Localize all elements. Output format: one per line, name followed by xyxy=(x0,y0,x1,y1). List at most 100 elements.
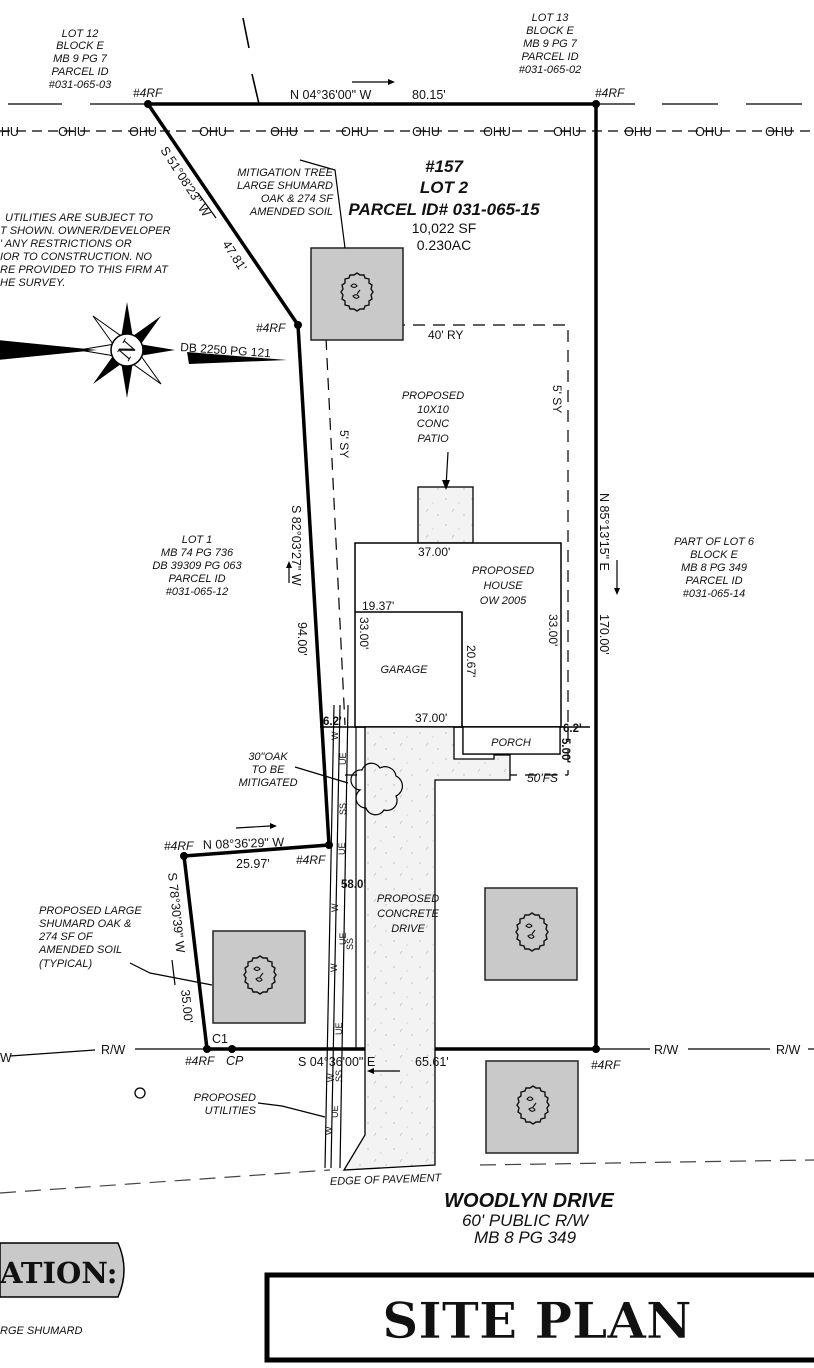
lot-area-ac: 0.230AC xyxy=(417,237,471,253)
legend-title: ATION: xyxy=(0,1256,118,1290)
lot12-line: #031-065-03 xyxy=(49,79,112,91)
proposed-oak-line: PROPOSED LARGE xyxy=(39,905,142,917)
house-label: OW 2005 xyxy=(480,595,527,607)
lot6-line: MB 8 PG 349 xyxy=(681,562,747,574)
bearing-jog: N 08°36'29" W xyxy=(203,835,285,852)
proposed-oak-line: SHUMARD OAK & xyxy=(39,918,131,930)
proposed-tree-box xyxy=(484,887,578,981)
lot-area-sf: 10,022 SF xyxy=(412,220,477,236)
distance-nw: 47.81' xyxy=(219,238,249,274)
water-line-label: W xyxy=(330,731,340,740)
bearing-nw: S 51°08'23" W xyxy=(157,144,213,219)
title-block: SITE PLAN xyxy=(264,1272,814,1363)
distance-jog: 25.97' xyxy=(236,857,270,871)
street-name: WOODLYN DRIVE xyxy=(444,1190,614,1212)
dim-garage-top: 19.37' xyxy=(362,599,394,613)
rw-label: R/W xyxy=(776,1043,801,1057)
lot12-line: BLOCK E xyxy=(56,40,104,52)
proposed-oak-line: 274 SF OF xyxy=(38,931,94,943)
oak-note-line: TO BE xyxy=(252,764,285,776)
legend-line: RGE SHUMARD xyxy=(0,1325,83,1337)
house-label: HOUSE xyxy=(483,580,523,592)
monument-label: #4RF xyxy=(133,86,163,100)
proposed-utilities-line: PROPOSED xyxy=(194,1092,256,1104)
monument-label: #4RF xyxy=(185,1054,215,1068)
mitigation-note-line: LARGE SHUMARD xyxy=(237,180,333,192)
street-row: 60' PUBLIC R/W xyxy=(462,1211,590,1230)
proposed-tree-box xyxy=(212,930,306,1024)
bearing-east: N 85°13'15" E xyxy=(597,493,611,571)
ue-line-label: UE xyxy=(338,752,348,765)
water-line-label: W xyxy=(330,903,340,912)
lot13-line: MB 9 PG 7 xyxy=(523,38,578,50)
lot1-line: LOT 1 xyxy=(182,534,213,546)
proposed-utilities-line: UTILITIES xyxy=(205,1105,257,1117)
concrete-drive xyxy=(342,726,511,1171)
ue-line-label: UE xyxy=(337,842,347,855)
utility-note-line: RE PROVIDED TO THIS FIRM AT xyxy=(0,264,169,276)
rear-setback-label: 40' RY xyxy=(428,328,463,342)
utility-note-line: ' ANY RESTRICTIONS OR xyxy=(0,238,132,250)
deed-reference: DB 2250 PG 121 xyxy=(180,340,272,360)
lot13-line: #031-065-02 xyxy=(519,64,581,76)
oak-note-line: 30"OAK xyxy=(248,751,288,763)
water-line-label: W xyxy=(326,1073,336,1082)
ohu-label: OHU xyxy=(624,125,652,139)
monument-label: #4RF xyxy=(595,86,625,100)
distance-north: 80.15' xyxy=(412,88,446,102)
house-number: #157 xyxy=(425,157,464,176)
utility-note-line: UTILITIES ARE SUBJECT TO xyxy=(5,212,153,224)
lot13-line: BLOCK E xyxy=(526,25,574,37)
lot6-line: PART OF LOT 6 xyxy=(674,536,755,548)
ohu-label: OHU xyxy=(695,125,723,139)
bearing-south: S 04°36'00" E xyxy=(298,1055,375,1069)
oak-tree-to-remove-icon xyxy=(350,762,404,816)
curve-label: C1 xyxy=(212,1032,228,1046)
property-boundary xyxy=(146,102,598,1051)
mitigation-note-line: AMENDED SOIL xyxy=(249,206,333,218)
ohu-label: OHU xyxy=(765,125,793,139)
edge-of-pavement-label: EDGE OF PAVEMENT xyxy=(330,1172,443,1188)
parcel-id: PARCEL ID# 031-065-15 xyxy=(348,200,540,219)
bearing-west: S 82°03'27" W xyxy=(289,505,303,586)
ohu-label: OHU xyxy=(58,125,86,139)
drive-label: PROPOSED xyxy=(377,893,439,905)
side-setback-label: 5' SY xyxy=(337,430,351,458)
house-label: PROPOSED xyxy=(472,565,534,577)
house-footprint xyxy=(354,542,562,728)
lot1-line: #031-065-12 xyxy=(166,586,228,598)
ohu-label: OHU xyxy=(270,125,298,139)
front-setback-label: 50'FS xyxy=(527,771,558,785)
cp-label: CP xyxy=(226,1054,244,1068)
ohu-label: OHU xyxy=(553,125,581,139)
sewer-line-label: SS xyxy=(345,938,355,950)
mitigation-note-line: OAK & 274 SF xyxy=(261,193,334,205)
water-meter-icon xyxy=(134,1087,146,1099)
porch-label: PORCH xyxy=(491,737,531,749)
lot6-line: BLOCK E xyxy=(690,549,738,561)
drawing-title: SITE PLAN xyxy=(382,1291,691,1350)
mitigation-note-line: MITIGATION TREE xyxy=(237,167,333,179)
ue-line-label: UE xyxy=(338,932,348,945)
lot-number: LOT 2 xyxy=(420,178,469,197)
lot1-line: MB 74 PG 736 xyxy=(161,547,234,559)
bearing-north: N 04°36'00" W xyxy=(290,88,372,102)
monument-label: #4RF xyxy=(591,1058,621,1072)
ohu-label: OHU xyxy=(0,125,19,139)
ohu-label: OHU xyxy=(341,125,369,139)
sewer-line-label: SS xyxy=(334,1070,344,1082)
north-arrow-icon xyxy=(0,302,287,398)
dim-house-right: 33.00' xyxy=(546,614,560,646)
street-reference: MB 8 PG 349 xyxy=(474,1228,577,1247)
distance-south: 65.61' xyxy=(415,1055,449,1069)
water-line-label: W xyxy=(329,963,339,972)
lot12-line: LOT 12 xyxy=(62,28,99,40)
ohu-label: OHU xyxy=(199,125,227,139)
lot13-line: PARCEL ID xyxy=(521,51,578,63)
ohu-label: OHU xyxy=(129,125,157,139)
bearing-sw: S 78°30'39" W xyxy=(165,872,187,954)
proposed-oak-line: AMENDED SOIL xyxy=(38,944,122,956)
lot13-line: LOT 13 xyxy=(532,12,570,24)
rw-label: W xyxy=(0,1051,12,1065)
